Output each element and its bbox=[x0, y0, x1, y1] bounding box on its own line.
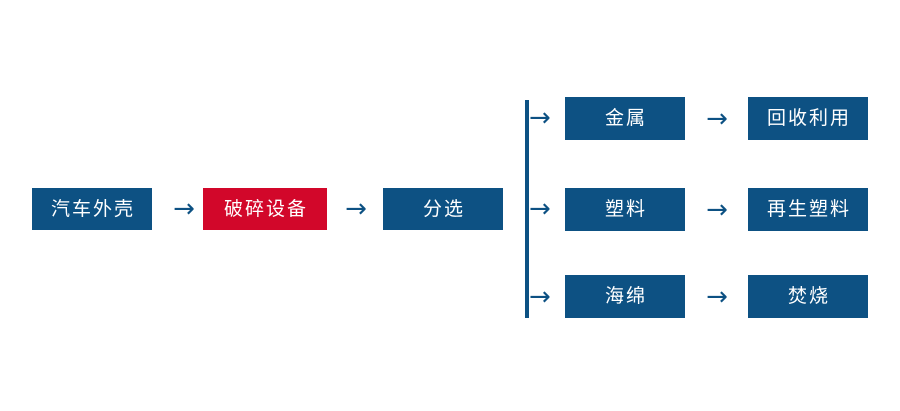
node-branch-material-sponge[interactable]: 海绵 bbox=[565, 275, 685, 318]
arrow-right-icon-metal-to-destination: → bbox=[706, 104, 728, 134]
node-shredder[interactable]: 破碎设备 bbox=[203, 188, 327, 230]
arrow-right-icon-sponge-to-destination: → bbox=[706, 282, 728, 312]
node-branch-material-metal[interactable]: 金属 bbox=[565, 97, 685, 140]
arrow-right-icon-plastic-to-destination: → bbox=[706, 195, 728, 225]
branch-arrow-icon-sponge: → bbox=[529, 282, 551, 312]
node-branch-destination-metal[interactable]: 回收利用 bbox=[748, 97, 868, 140]
node-branch-destination-plastic[interactable]: 再生塑料 bbox=[748, 188, 868, 231]
node-branch-destination-sponge[interactable]: 焚烧 bbox=[748, 275, 868, 318]
branch-arrow-icon-plastic: → bbox=[529, 194, 551, 224]
arrow-right-icon-input-to-shredder: → bbox=[173, 194, 195, 224]
arrow-right-icon-shredder-to-sorting: → bbox=[345, 194, 367, 224]
branch-arrow-icon-metal: → bbox=[529, 103, 551, 133]
node-branch-material-plastic[interactable]: 塑料 bbox=[565, 188, 685, 231]
branch-spine bbox=[525, 100, 529, 318]
node-input[interactable]: 汽车外壳 bbox=[32, 188, 152, 230]
node-sorting[interactable]: 分选 bbox=[383, 188, 503, 230]
